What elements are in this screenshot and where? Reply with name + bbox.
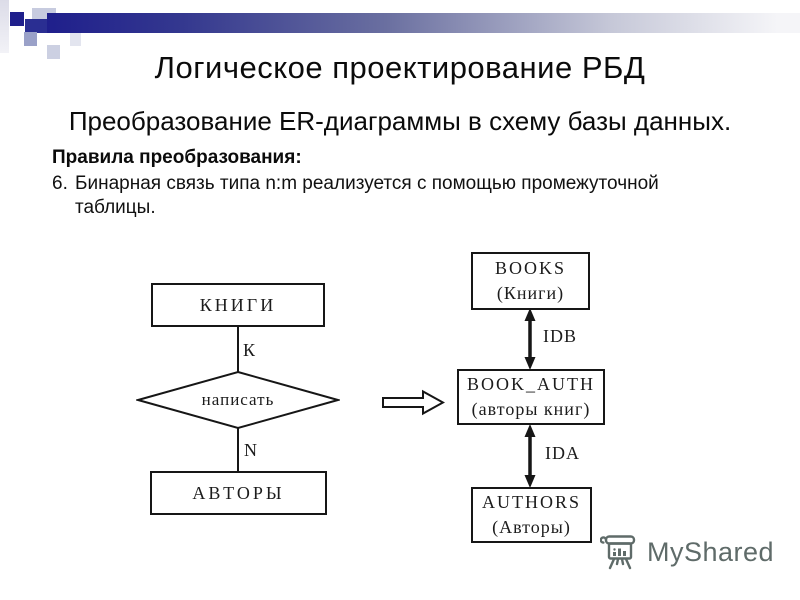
watermark: MyShared [600, 533, 774, 571]
slide-title: Логическое проектирование РБД [154, 50, 646, 85]
cardinality-k-label: К [243, 340, 256, 360]
er-relation-label: написать [201, 390, 275, 409]
watermark-brand-text: MyShared [647, 536, 775, 567]
deco-square-light-2 [47, 45, 60, 59]
table-book-auth-alias: (авторы книг) [471, 399, 591, 419]
table-book-auth-name: BOOK_AUTH [467, 374, 595, 394]
rule-number: 6. [52, 173, 68, 194]
deco-bar-step [25, 19, 48, 33]
link-idb-label: IDB [543, 326, 577, 346]
table-book-auth-box: BOOK_AUTH (авторы книг) [457, 369, 605, 425]
er-connector-top [237, 327, 239, 372]
rule-text-line-1: Бинарная связь типа n:m реализуется с по… [75, 173, 659, 194]
table-books-name: BOOKS [494, 258, 566, 278]
deco-square-faint [70, 33, 81, 46]
rules-heading: Правила преобразования: [52, 147, 302, 168]
slide-subtitle: Преобразование ER-диаграммы в схему базы… [68, 106, 732, 136]
er-connector-bottom [237, 428, 239, 471]
table-books-alias: (Книги) [496, 283, 565, 303]
er-entity-books-box: КНИГИ [151, 283, 325, 327]
table-authors-alias: (Авторы) [492, 517, 571, 537]
deco-square-medium [24, 32, 37, 46]
transform-arrow-icon [382, 389, 445, 416]
link-idb-double-arrow-icon [524, 308, 536, 370]
link-ida-label: IDA [545, 443, 580, 463]
deco-square-navy [10, 12, 24, 26]
flipchart-icon [600, 535, 636, 570]
cardinality-n-label: N [244, 440, 257, 460]
er-entity-authors-label: АВТОРЫ [192, 482, 285, 503]
rule-text-line-2: таблицы. [75, 197, 156, 218]
table-authors-box: AUTHORS (Авторы) [471, 487, 592, 543]
deco-left-column [0, 0, 9, 53]
er-entity-authors-box: АВТОРЫ [150, 471, 327, 515]
er-entity-books-label: КНИГИ [199, 294, 277, 315]
link-ida-double-arrow-icon [524, 424, 536, 488]
deco-gradient-bar [47, 13, 800, 33]
table-authors-name: AUTHORS [481, 492, 581, 512]
table-books-box: BOOKS (Книги) [471, 252, 590, 310]
